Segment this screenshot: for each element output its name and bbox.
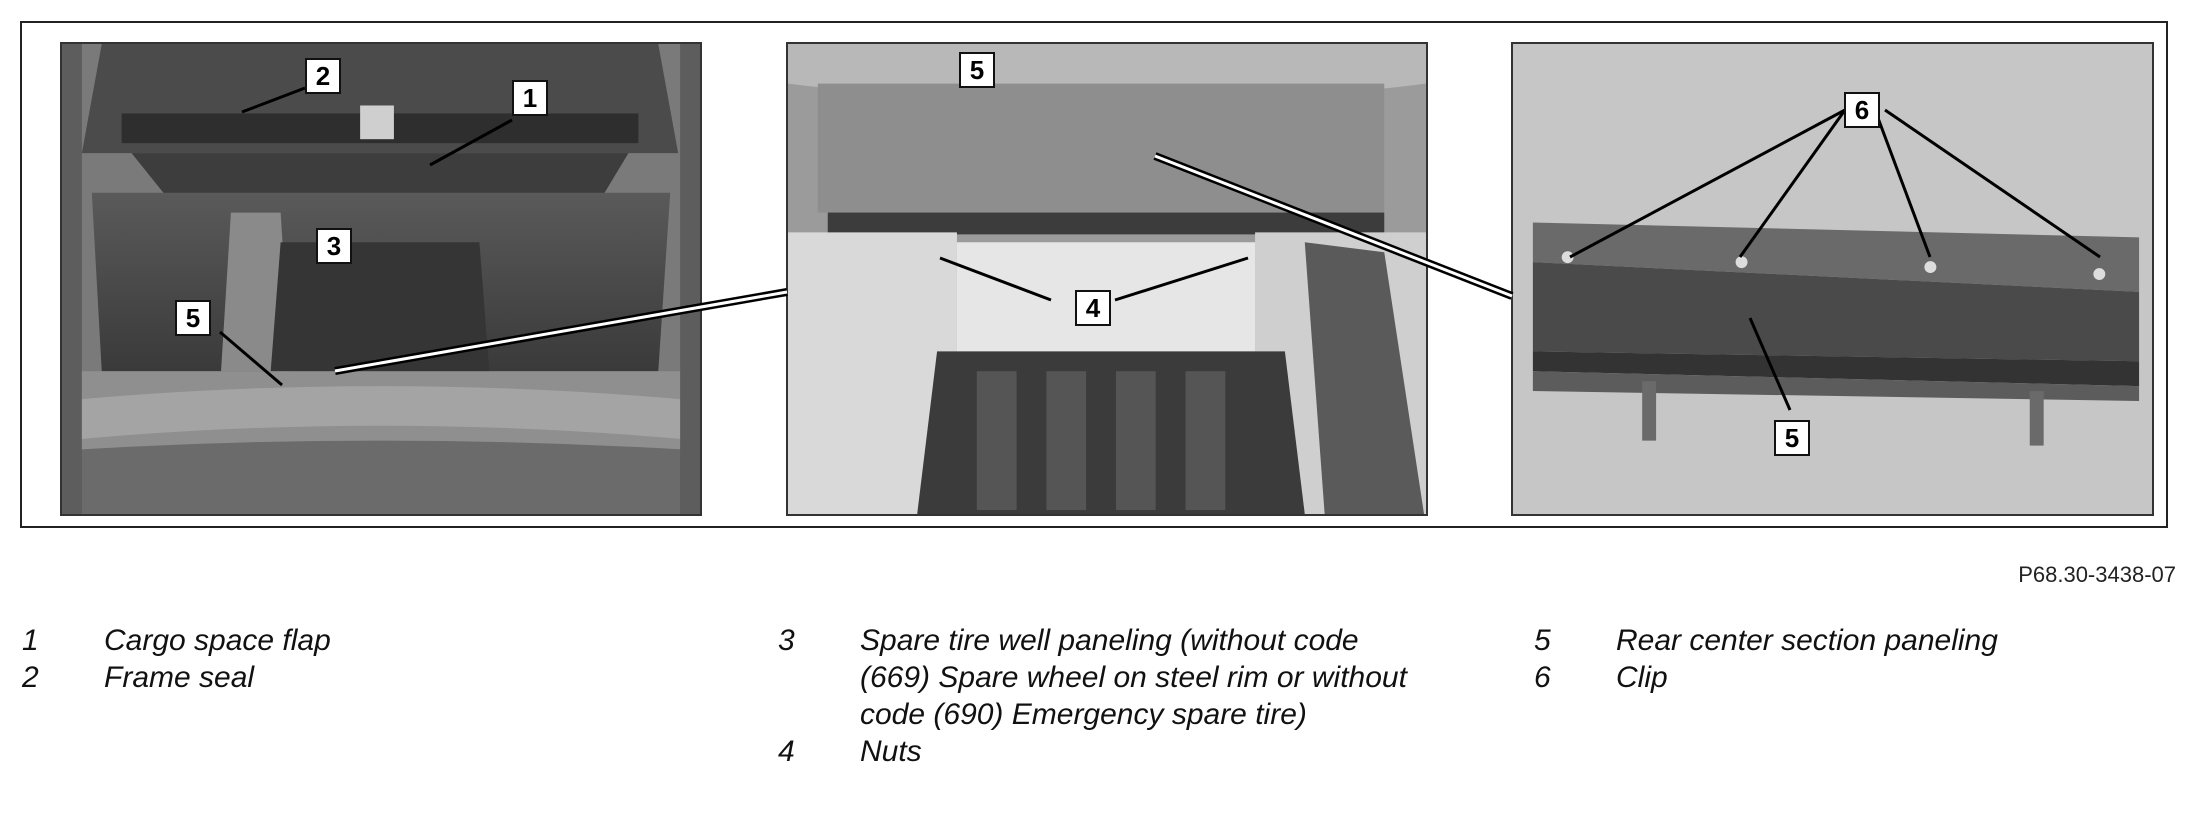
legend-item: 6 Clip [1534, 659, 2174, 696]
callout-2: 2 [305, 58, 341, 94]
legend-text: Cargo space flap [104, 624, 331, 657]
callout-5-panel: 5 [1774, 420, 1810, 456]
legend-item: 3 Spare tire well paneling (without code… [778, 622, 1428, 733]
legend-text: Frame seal [104, 661, 255, 694]
callout-5-well: 5 [959, 52, 995, 88]
legend-column-1: 1 Cargo space flap 2 Frame seal [22, 622, 642, 696]
callout-4: 4 [1075, 290, 1111, 326]
callout-1: 1 [512, 80, 548, 116]
legend-number: 1 [22, 624, 39, 657]
legend-number: 5 [1534, 624, 1551, 657]
legend-column-2: 3 Spare tire well paneling (without code… [778, 622, 1428, 770]
legend-text: Nuts [860, 735, 922, 768]
legend-item: 2 Frame seal [22, 659, 642, 696]
legend-number: 6 [1534, 661, 1551, 694]
legend-text: Rear center section paneling [1616, 624, 1998, 657]
legend-text: Clip [1616, 661, 1668, 694]
callout-5-trunk: 5 [175, 300, 211, 336]
figure-code: P68.30-3438-07 [2018, 562, 2176, 587]
legend-item: 5 Rear center section paneling [1534, 622, 2174, 659]
legend-number: 3 [778, 624, 795, 657]
rear-paneling-photo [1511, 42, 2154, 516]
callout-6: 6 [1844, 92, 1880, 128]
legend-number: 4 [778, 735, 795, 768]
legend-column-3: 5 Rear center section paneling 6 Clip [1534, 622, 2174, 696]
callout-3: 3 [316, 228, 352, 264]
legend-item: 4 Nuts [778, 733, 1428, 770]
legend-number: 2 [22, 661, 39, 694]
spare-tire-well-photo [786, 42, 1428, 516]
trunk-photo [60, 42, 702, 516]
legend-item: 1 Cargo space flap [22, 622, 642, 659]
legend-text: Spare tire well paneling (without code (… [860, 624, 1407, 731]
